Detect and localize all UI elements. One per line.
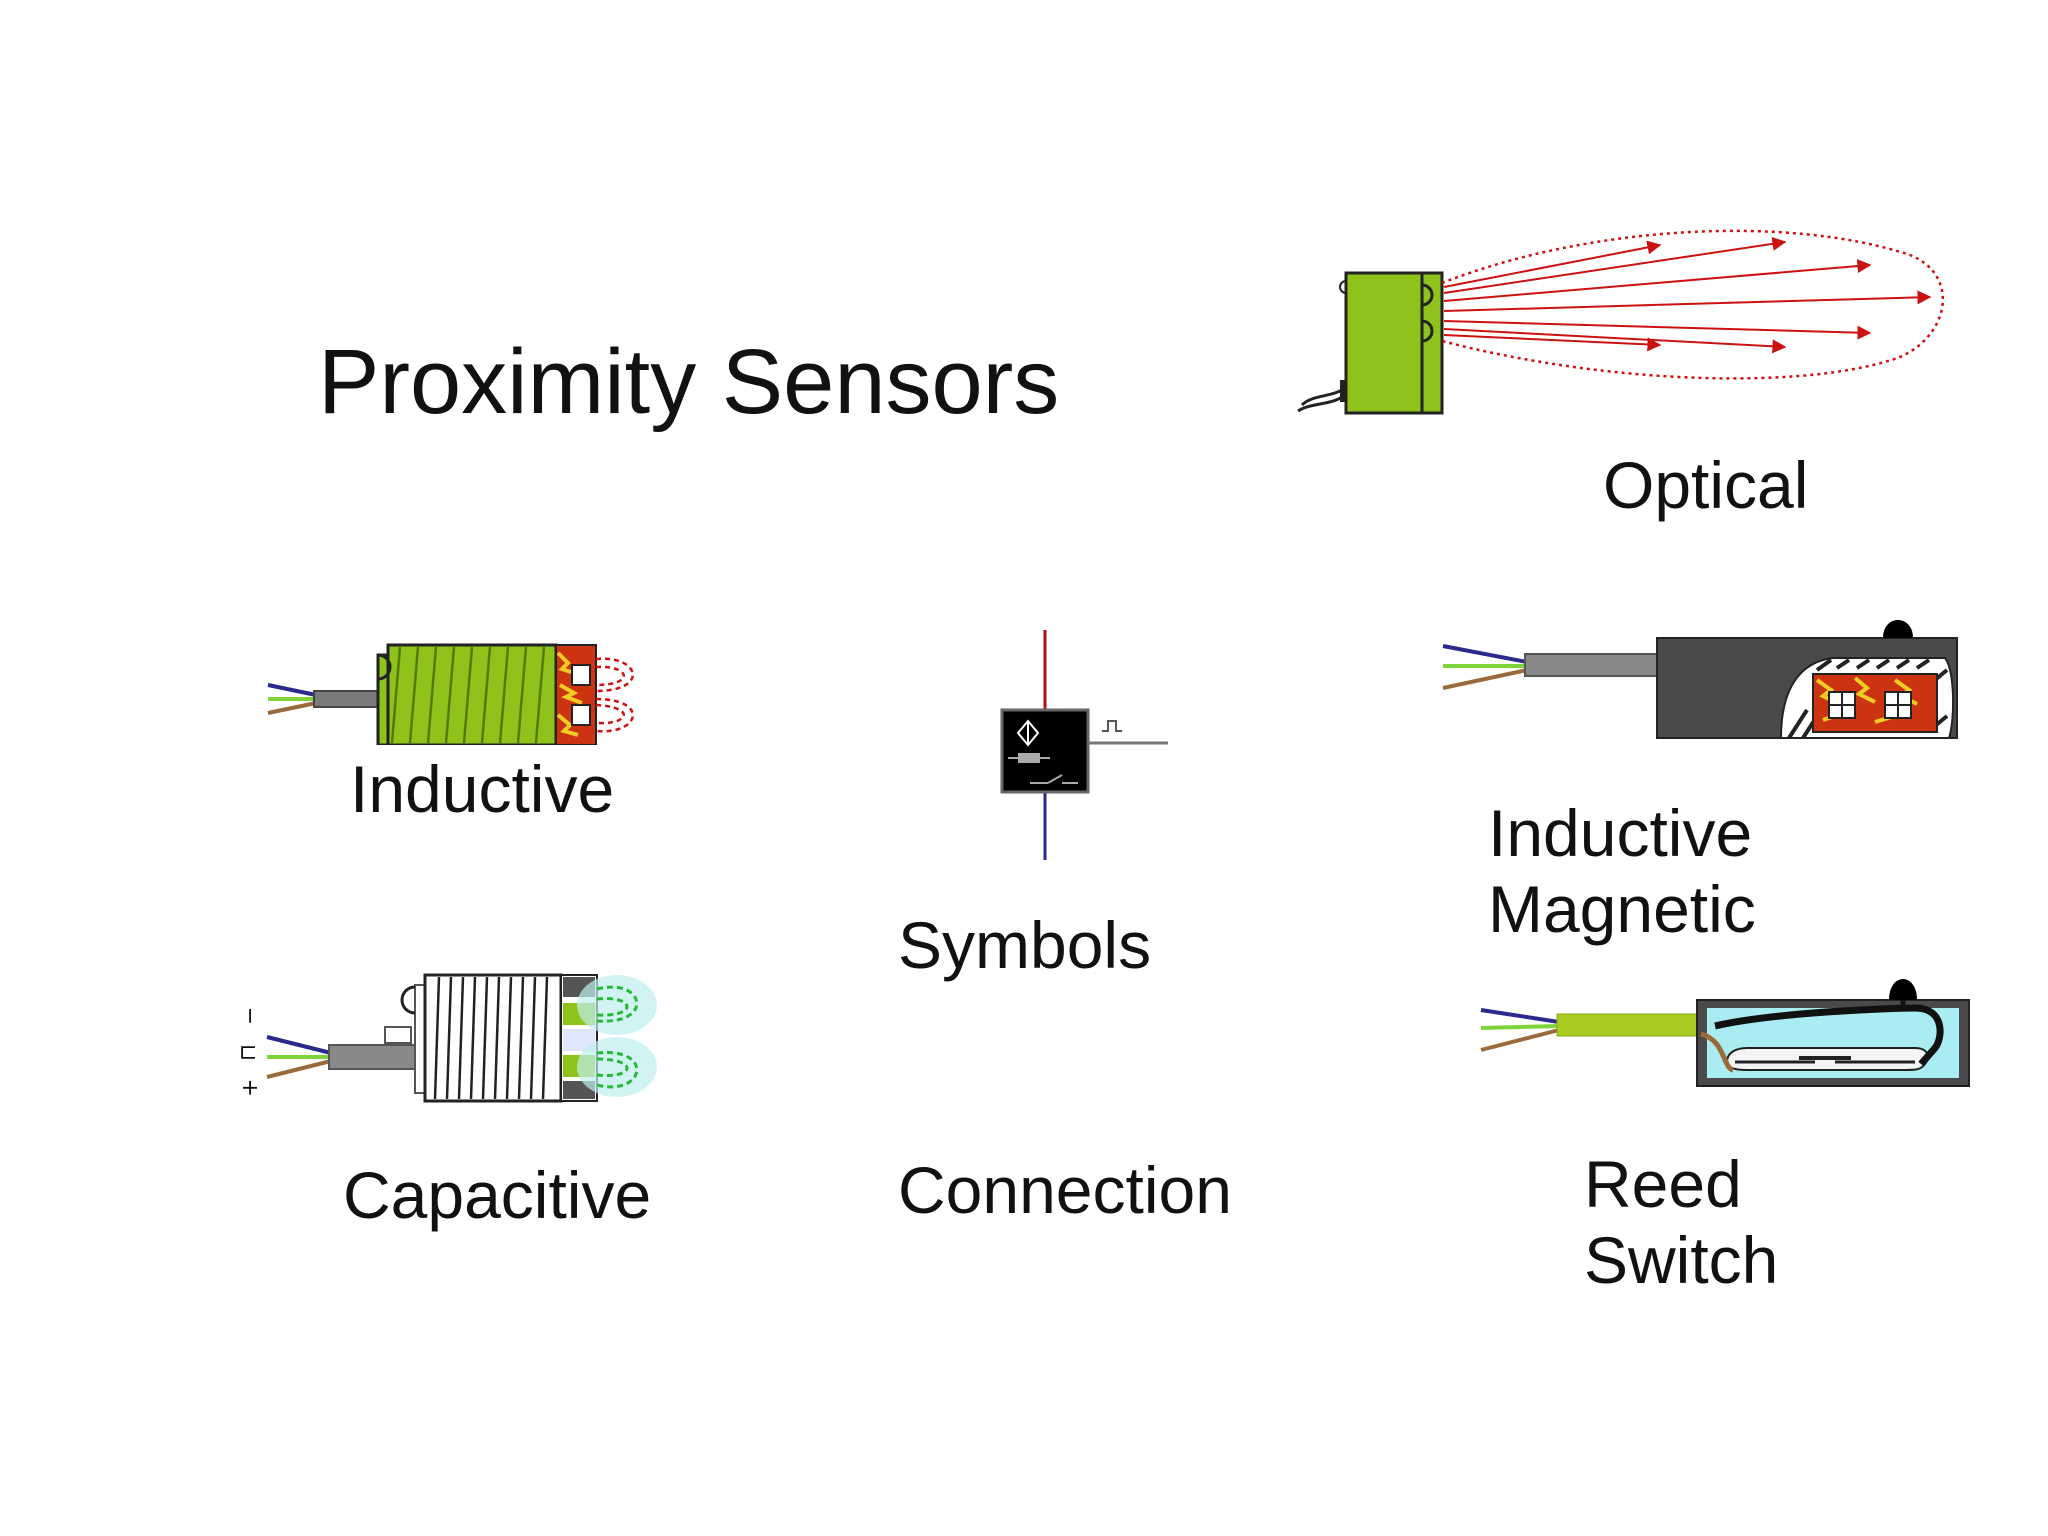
page-title: Proximity Sensors bbox=[318, 331, 1060, 433]
terminal-minus: − bbox=[238, 1007, 263, 1025]
inductive-sensor-icon bbox=[267, 643, 634, 745]
symbols-label: Symbols bbox=[898, 908, 1152, 982]
inductive-magnetic-sensor-icon bbox=[1442, 620, 1958, 740]
inductive-magnetic-line-2: Magnetic bbox=[1488, 871, 1756, 946]
proximity-symbol-icon bbox=[1000, 630, 1168, 860]
inductive-label: Inductive bbox=[350, 752, 615, 826]
optical-label: Optical bbox=[1603, 448, 1809, 522]
optical-sensor-icon bbox=[1297, 229, 1945, 415]
capacitive-label: Capacitive bbox=[343, 1158, 652, 1232]
reed-switch-icon bbox=[1480, 979, 1970, 1087]
reed-switch-label: Reed Switch bbox=[1584, 1147, 1778, 1299]
reed-switch-line-2: Switch bbox=[1584, 1222, 1779, 1297]
inductive-magnetic-label: Inductive Magnetic bbox=[1488, 796, 1756, 948]
terminal-plus: + bbox=[238, 1079, 263, 1097]
connection-label: Connection bbox=[898, 1153, 1232, 1227]
terminal-pulse: ⊓ bbox=[236, 1044, 261, 1061]
inductive-magnetic-line-1: Inductive bbox=[1488, 796, 1753, 870]
reed-switch-line-1: Reed bbox=[1584, 1147, 1742, 1221]
capacitive-sensor-icon: − ⊓ + bbox=[236, 973, 657, 1103]
